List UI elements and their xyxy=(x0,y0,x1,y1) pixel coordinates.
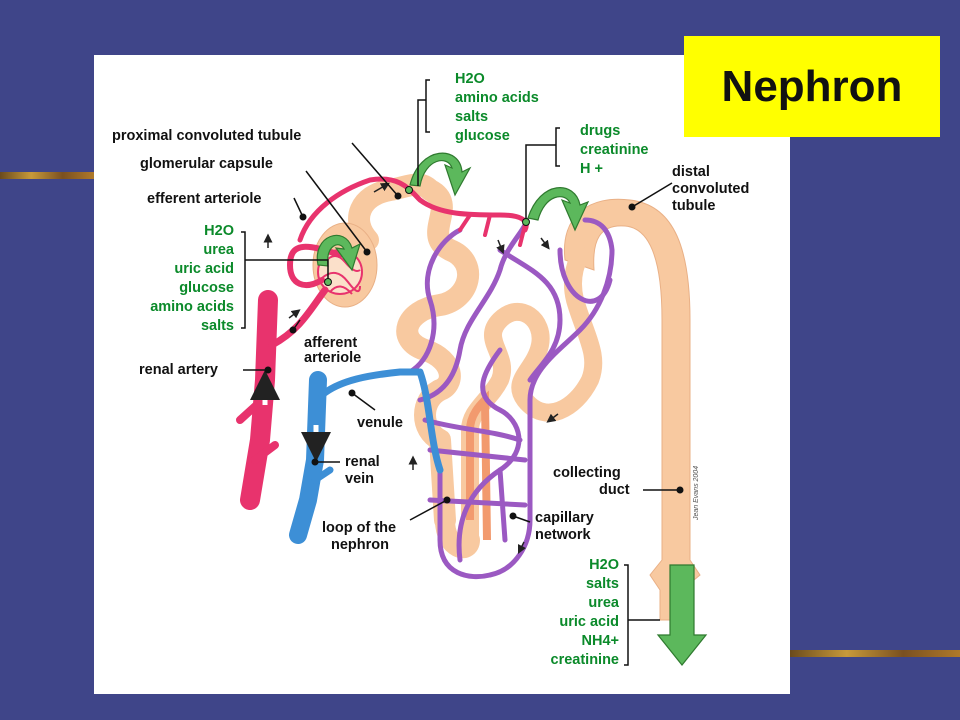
leader-lines xyxy=(241,79,680,666)
filtration-item: H2O xyxy=(204,223,234,239)
label-duct: duct xyxy=(599,482,630,498)
leader-dots xyxy=(264,192,684,520)
nephron-diagram: proximal convoluted tubule glomerular ca… xyxy=(112,71,749,668)
filtration-item: uric acid xyxy=(174,261,234,277)
label-capillary: capillary xyxy=(535,510,594,526)
reabsorption-list: H2O amino acids salts glucose xyxy=(455,71,539,144)
green-dots xyxy=(324,186,530,286)
artist-signature: Jean Evans 2004 xyxy=(693,466,700,521)
label-proximal-tubule: proximal convoluted tubule xyxy=(112,128,301,144)
secretion-item: drugs xyxy=(580,123,620,139)
excretion-item: H2O xyxy=(589,557,619,573)
excretion-item: creatinine xyxy=(551,652,620,668)
left-decorative-stripe xyxy=(0,172,94,179)
label-renal-artery: renal artery xyxy=(139,362,218,378)
excretion-list: H2O salts urea uric acid NH4+ creatinine xyxy=(551,557,620,668)
title-box: Nephron xyxy=(684,36,940,137)
label-vein: vein xyxy=(345,471,374,487)
excretion-item: NH4+ xyxy=(582,633,619,649)
label-renal: renal xyxy=(345,454,380,470)
label-efferent-arteriole: efferent arteriole xyxy=(147,191,261,207)
label-network: network xyxy=(535,527,592,543)
filtration-item: urea xyxy=(203,242,235,258)
label-distal: distal xyxy=(672,164,710,180)
right-decorative-stripe xyxy=(790,650,960,657)
excretion-item: urea xyxy=(588,595,620,611)
reabsorption-item: amino acids xyxy=(455,90,539,106)
label-collecting: collecting xyxy=(553,465,621,481)
label-arteriole: arteriole xyxy=(304,350,361,366)
reabsorption-item: glucose xyxy=(455,128,510,144)
page-title: Nephron xyxy=(721,62,903,111)
filtration-item: glucose xyxy=(179,280,234,296)
filtration-list: H2O urea uric acid glucose amino acids s… xyxy=(150,223,235,334)
label-venule: venule xyxy=(357,415,403,431)
transport-arrows xyxy=(316,152,708,666)
secretion-list: drugs creatinine H + xyxy=(580,123,649,177)
excretion-item: uric acid xyxy=(559,614,619,630)
label-afferent: afferent xyxy=(304,335,357,351)
vein-shape xyxy=(289,368,444,544)
label-convoluted: convoluted xyxy=(672,181,749,197)
artery-shape xyxy=(236,176,529,510)
label-tubule: tubule xyxy=(672,198,716,214)
flow-arrows xyxy=(263,182,559,555)
reabsorption-item: salts xyxy=(455,109,488,125)
diagram-panel: proximal convoluted tubule glomerular ca… xyxy=(94,55,790,694)
excretion-item: salts xyxy=(586,576,619,592)
secretion-item: creatinine xyxy=(580,142,649,158)
filtration-item: amino acids xyxy=(150,299,234,315)
reabsorption-item: H2O xyxy=(455,71,485,87)
label-nephron: nephron xyxy=(331,537,389,553)
secretion-item: H + xyxy=(580,161,603,177)
filtration-item: salts xyxy=(201,318,234,334)
label-loop-of-the: loop of the xyxy=(322,520,396,536)
capillary-network-shape xyxy=(407,217,615,580)
label-glomerular-capsule: glomerular capsule xyxy=(140,156,273,172)
